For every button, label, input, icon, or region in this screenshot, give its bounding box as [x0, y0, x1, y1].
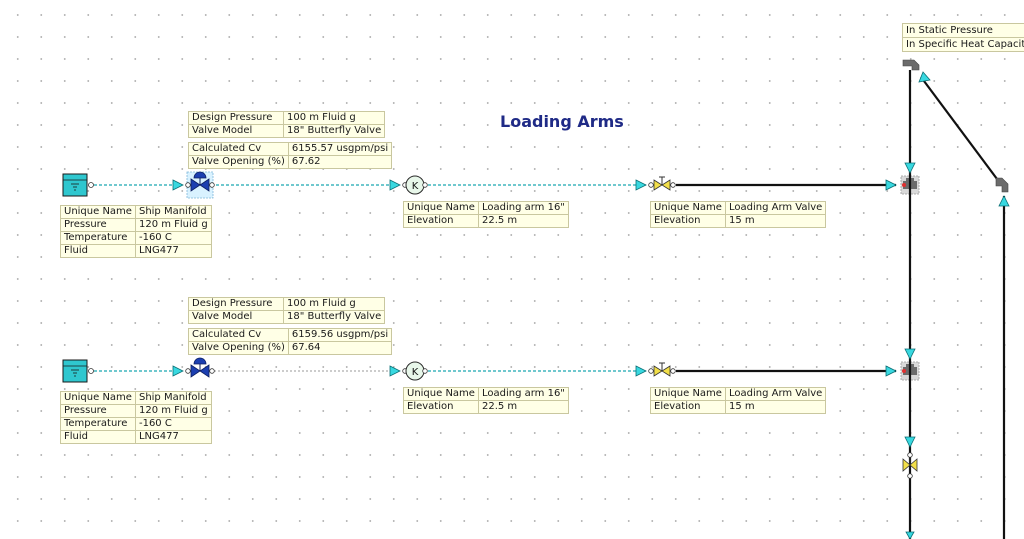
tank-icon[interactable]: [62, 359, 94, 383]
elbow-icon[interactable]: [995, 177, 1009, 193]
table-row: Temperature-160 C: [60, 417, 212, 431]
pump-k-icon[interactable]: K: [402, 175, 428, 195]
flow-arrow-icon: [389, 179, 401, 191]
flow-arrow-icon: [172, 179, 184, 191]
flow-arrow-icon: [885, 179, 897, 191]
top-right-property-labels[interactable]: In Static Pressure In Specific Heat Capa…: [902, 23, 1024, 52]
flow-arrow-icon: [905, 531, 915, 539]
loading-arm-valve-icon[interactable]: [648, 176, 676, 191]
flow-arrow-icon: [885, 365, 897, 377]
control-valve-icon[interactable]: [185, 357, 215, 378]
pump-k-label: K: [412, 367, 419, 378]
flow-arrow-icon: [635, 365, 647, 377]
control-valve-icon[interactable]: [185, 171, 215, 199]
table-row: Valve Opening (%)67.62: [188, 155, 393, 169]
flow-arrow-icon: [904, 348, 916, 360]
flow-arrow-icon: [904, 162, 916, 174]
pump-k-icon[interactable]: K: [402, 361, 428, 381]
elbow-icon[interactable]: [902, 59, 920, 71]
diagram-title: Loading Arms: [500, 112, 624, 131]
header-valve-icon[interactable]: [902, 452, 918, 479]
flow-arrow-icon: [389, 365, 401, 377]
flow-arrow-icon: [635, 179, 647, 191]
flow-arrow-icon: [904, 436, 916, 448]
flow-line-2: K: [62, 357, 920, 383]
specific-heat-label: In Specific Heat Capacity: [903, 37, 1024, 51]
header-pipe-diagonal[interactable]: [920, 76, 1001, 184]
flow-arrow-icon: [918, 71, 931, 83]
table-row: Temperature-160 C: [60, 231, 212, 245]
header-piping: [902, 59, 1010, 539]
loading-arm-valve-icon[interactable]: [648, 362, 676, 377]
tank-icon[interactable]: [62, 173, 94, 197]
flow-arrow-icon: [998, 195, 1010, 207]
table-row: Valve Opening (%)67.64: [188, 341, 393, 355]
flow-arrow-icon: [172, 365, 184, 377]
pump-k-label: K: [412, 181, 419, 192]
flow-line-1: K: [62, 171, 920, 199]
static-pressure-label: In Static Pressure: [906, 25, 993, 36]
